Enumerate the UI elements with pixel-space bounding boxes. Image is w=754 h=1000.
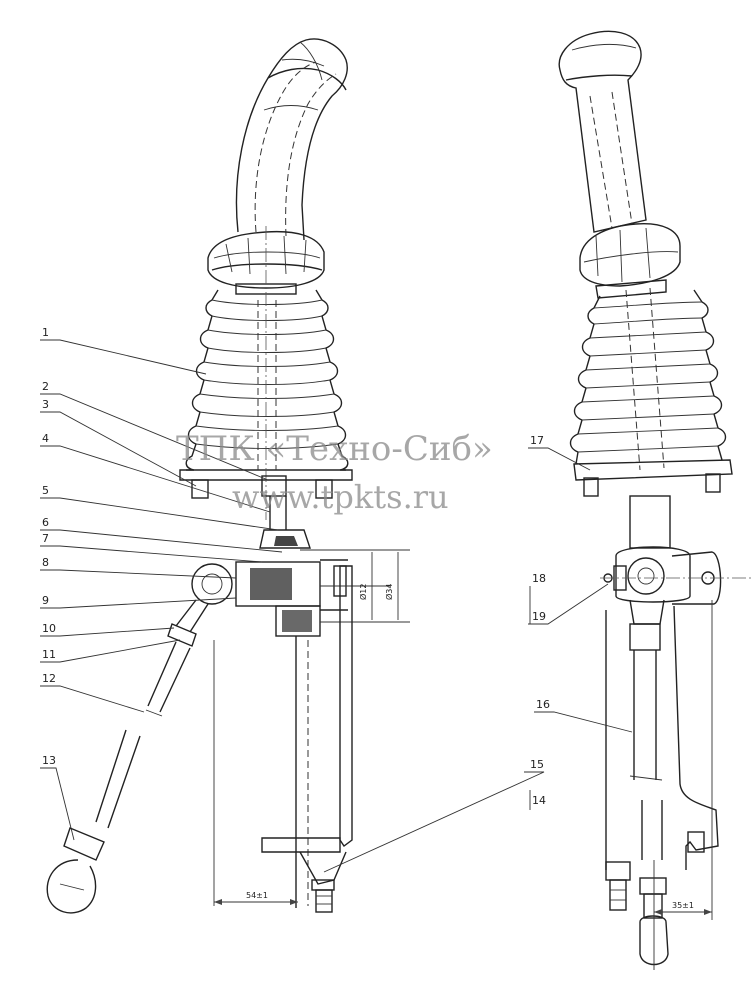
left-linkage-rod xyxy=(46,563,233,914)
svg-text:Ø34: Ø34 xyxy=(384,584,394,600)
dimension-left-bottom: 54±1 xyxy=(246,891,268,900)
callout-8: 8 xyxy=(42,556,49,569)
left-leader-lines xyxy=(40,339,545,873)
svg-text:Ø12: Ø12 xyxy=(358,584,368,600)
callout-5: 5 xyxy=(42,484,49,497)
callout-6: 6 xyxy=(42,516,49,529)
callout-labels: 1 2 3 4 5 6 7 8 9 10 11 12 13 14 15 16 1… xyxy=(42,326,550,807)
right-yoke-pivot xyxy=(600,495,754,625)
left-view: Ø12 Ø34 xyxy=(40,38,545,914)
callout-12: 12 xyxy=(42,672,56,685)
callout-13: 13 xyxy=(42,754,56,767)
watermark-company: ТПК «Техно-Сиб» xyxy=(176,429,493,469)
left-bellows-boot xyxy=(179,226,353,520)
right-leader-lines xyxy=(528,447,633,810)
callout-10: 10 xyxy=(42,622,56,635)
callout-9: 9 xyxy=(42,594,49,607)
callout-15: 15 xyxy=(530,758,544,771)
callout-19: 19 xyxy=(532,610,546,623)
callout-16: 16 xyxy=(536,698,550,711)
callout-14: 14 xyxy=(532,794,546,807)
dimension-right-bottom: 35±1 xyxy=(672,901,694,910)
left-pivot-section: Ø12 Ø34 xyxy=(235,475,410,637)
callout-17: 17 xyxy=(530,434,544,447)
right-handle-collar xyxy=(579,223,681,299)
left-handle-knob xyxy=(235,38,348,241)
watermark: ТПК «Техно-Сиб» www.tpkts.ru xyxy=(176,429,493,516)
right-view: 35±1 xyxy=(528,30,754,970)
callout-2: 2 xyxy=(42,380,49,393)
right-handle-knob xyxy=(558,30,647,233)
watermark-url: www.tpkts.ru xyxy=(232,478,449,516)
callout-1: 1 xyxy=(42,326,49,339)
right-bellows-boot xyxy=(569,287,733,497)
callout-3: 3 xyxy=(42,398,49,411)
left-bracket: 54±1 xyxy=(213,565,353,913)
callout-7: 7 xyxy=(42,532,49,545)
right-rod-bracket: 35±1 xyxy=(605,600,719,970)
callout-18: 18 xyxy=(532,572,546,585)
callout-4: 4 xyxy=(42,432,49,445)
callout-11: 11 xyxy=(42,648,56,661)
left-handle-collar xyxy=(207,230,325,295)
